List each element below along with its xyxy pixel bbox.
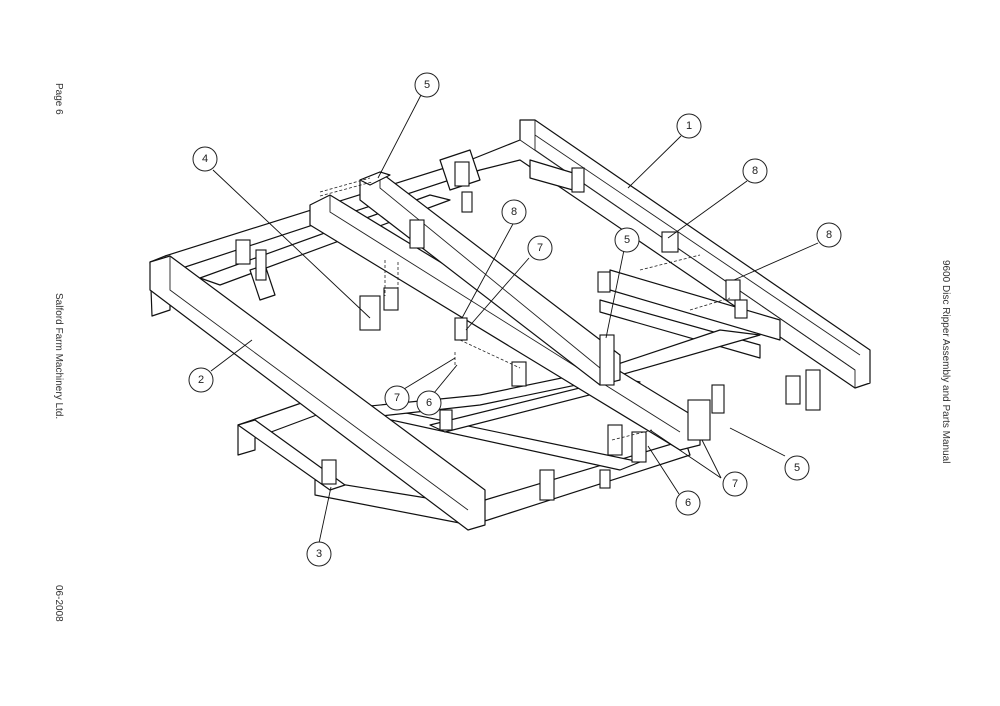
callout-label: 5 [624, 234, 630, 246]
callout: 5 [414, 72, 440, 98]
callout: 6 [416, 390, 442, 416]
callout-label: 3 [316, 548, 322, 560]
callout: 5 [784, 455, 810, 481]
callout: 5 [614, 227, 640, 253]
callout-label: 1 [686, 120, 692, 132]
callout: 7 [384, 385, 410, 411]
callout-label: 7 [732, 478, 738, 490]
callout-bubbles: 5 1 4 8 8 7 5 8 2 7 6 5 7 6 3 [188, 72, 842, 567]
callout: 4 [192, 146, 218, 172]
callout-label: 4 [202, 153, 208, 165]
leader-lines [210, 94, 819, 544]
callout-label: 2 [198, 374, 204, 386]
mounting-brackets [235, 161, 821, 501]
callout: 7 [722, 471, 748, 497]
callout: 7 [527, 235, 553, 261]
callout: 1 [676, 113, 702, 139]
callout-label: 8 [511, 206, 517, 218]
callout-label: 8 [826, 229, 832, 241]
callout-label: 6 [685, 497, 691, 509]
hidden-lines [319, 177, 731, 441]
callout: 8 [816, 222, 842, 248]
main-beams [149, 171, 701, 531]
callout-label: 7 [537, 242, 543, 254]
callout-label: 6 [426, 397, 432, 409]
front-frame [237, 329, 761, 526]
callout: 6 [675, 490, 701, 516]
callout-label: 5 [794, 462, 800, 474]
callout-label: 5 [424, 79, 430, 91]
callout: 8 [501, 199, 527, 225]
callout: 2 [188, 367, 214, 393]
callout-label: 8 [752, 165, 758, 177]
callout: 3 [306, 541, 332, 567]
callout-label: 7 [394, 392, 400, 404]
callout: 8 [742, 158, 768, 184]
